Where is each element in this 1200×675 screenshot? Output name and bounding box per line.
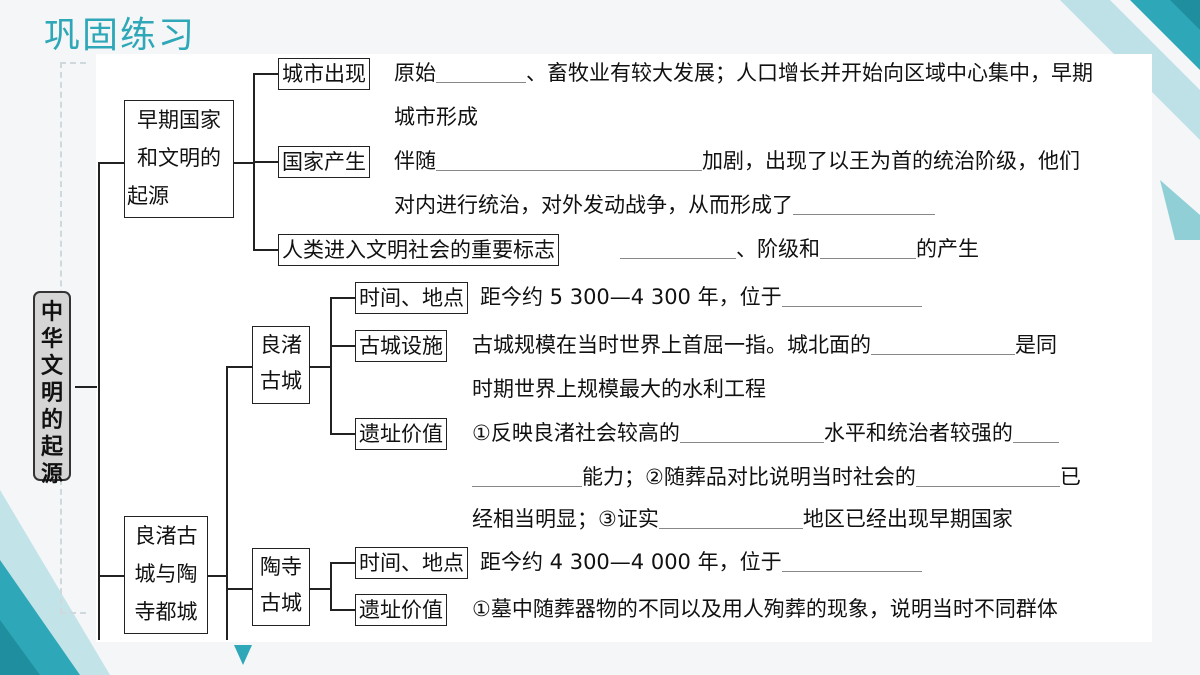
- connector: [330, 297, 355, 299]
- connector: [330, 562, 332, 610]
- answer-blank[interactable]: [436, 58, 526, 83]
- node-label-line: 早期国家: [137, 108, 221, 132]
- node-label-line: 起源: [127, 184, 169, 208]
- connector: [308, 366, 330, 368]
- lz-time-line: 距今约 5 300—4 300 年，位于: [480, 282, 922, 312]
- node-label-line: 城与陶: [134, 562, 198, 586]
- city-line-2: 城市形成: [394, 105, 478, 129]
- lz-facility-line-2: 时期世界上规模最大的水利工程: [472, 377, 766, 401]
- answer-blank[interactable]: [820, 234, 916, 259]
- answer-blank[interactable]: [472, 462, 582, 487]
- label-lz-time: 时间、地点: [355, 282, 468, 314]
- node-label-line: 良渚: [260, 333, 302, 357]
- root-node: 中华文明的起源: [33, 291, 71, 487]
- label-lz-facility: 古城设施: [355, 330, 447, 362]
- node-label-line: 古城: [260, 369, 302, 393]
- label-lz-value: 遗址价值: [355, 418, 447, 450]
- connector: [330, 433, 355, 435]
- connector: [206, 575, 227, 577]
- answer-blank[interactable]: [679, 418, 824, 443]
- node-label-line: 古城: [260, 591, 302, 615]
- connector: [253, 73, 278, 75]
- node-liangzhu-city: 良渚 古城: [252, 326, 310, 404]
- connector: [98, 575, 124, 577]
- connector: [226, 588, 252, 590]
- node-label-line: 和文明的: [137, 146, 221, 170]
- corner-decoration-bottom-left: [0, 490, 110, 675]
- answer-blank[interactable]: [871, 330, 1015, 355]
- answer-blank[interactable]: [915, 462, 1060, 487]
- lz-value-line-1: ①反映良渚社会较高的水平和统治者较强的: [472, 418, 1059, 448]
- state-line-2: 对内进行统治，对外发动战争，从而形成了: [394, 190, 935, 220]
- node-label-line: 良渚古: [134, 524, 198, 548]
- ts-value-line: ①墓中随葬器物的不同以及用人殉葬的现象，说明当时不同群体: [472, 597, 1058, 621]
- connector: [330, 562, 355, 564]
- mark-line: 、阶级和的产生: [620, 234, 979, 264]
- state-line-1: 伴随加剧，出现了以王为首的统治阶级，他们: [394, 146, 1080, 176]
- answer-blank[interactable]: [620, 234, 736, 259]
- answer-blank[interactable]: [781, 547, 922, 572]
- lz-facility-line-1: 古城规模在当时世界上首屈一指。城北面的是同: [472, 330, 1057, 360]
- connector: [253, 161, 278, 163]
- label-ts-value: 遗址价值: [355, 594, 447, 626]
- label-state: 国家产生: [278, 146, 370, 178]
- connector: [75, 386, 97, 388]
- connector: [98, 162, 100, 640]
- node-label-line: 寺都城: [134, 600, 198, 624]
- connector: [308, 588, 330, 590]
- connector: [330, 345, 355, 347]
- answer-blank[interactable]: [436, 146, 702, 171]
- lz-value-line-3: 经相当明显；③证实地区已经出现早期国家: [472, 504, 1013, 534]
- label-ts-time: 时间、地点: [355, 547, 468, 579]
- answer-blank[interactable]: [793, 190, 935, 215]
- answer-blank[interactable]: [658, 504, 803, 529]
- answer-blank[interactable]: [1012, 418, 1059, 443]
- node-label-line: 陶寺: [260, 555, 302, 579]
- label-city: 城市出现: [278, 58, 370, 90]
- slide-title: 巩固练习: [44, 15, 197, 56]
- connector: [233, 162, 253, 164]
- connector: [253, 249, 278, 251]
- ts-time-line: 距今约 4 300—4 000 年，位于: [480, 547, 922, 577]
- connector: [98, 162, 124, 164]
- answer-blank[interactable]: [781, 282, 922, 307]
- node-early-state: 早期国家 和文明的 起源: [124, 100, 234, 218]
- connector: [330, 297, 332, 434]
- node-liangzhu-taosi: 良渚古 城与陶 寺都城: [124, 516, 208, 634]
- node-taosi-city: 陶寺 古城: [252, 548, 310, 626]
- connector: [226, 366, 228, 640]
- connector: [226, 366, 252, 368]
- connector: [330, 609, 355, 611]
- city-line-1: 原始、畜牧业有较大发展；人口增长并开始向区域中心集中，早期: [394, 58, 1093, 88]
- lz-value-line-2: 能力；②随葬品对比说明当时社会的已: [472, 462, 1081, 492]
- label-civilization-mark: 人类进入文明社会的重要标志: [278, 234, 559, 266]
- small-triangle-decoration: [234, 645, 252, 665]
